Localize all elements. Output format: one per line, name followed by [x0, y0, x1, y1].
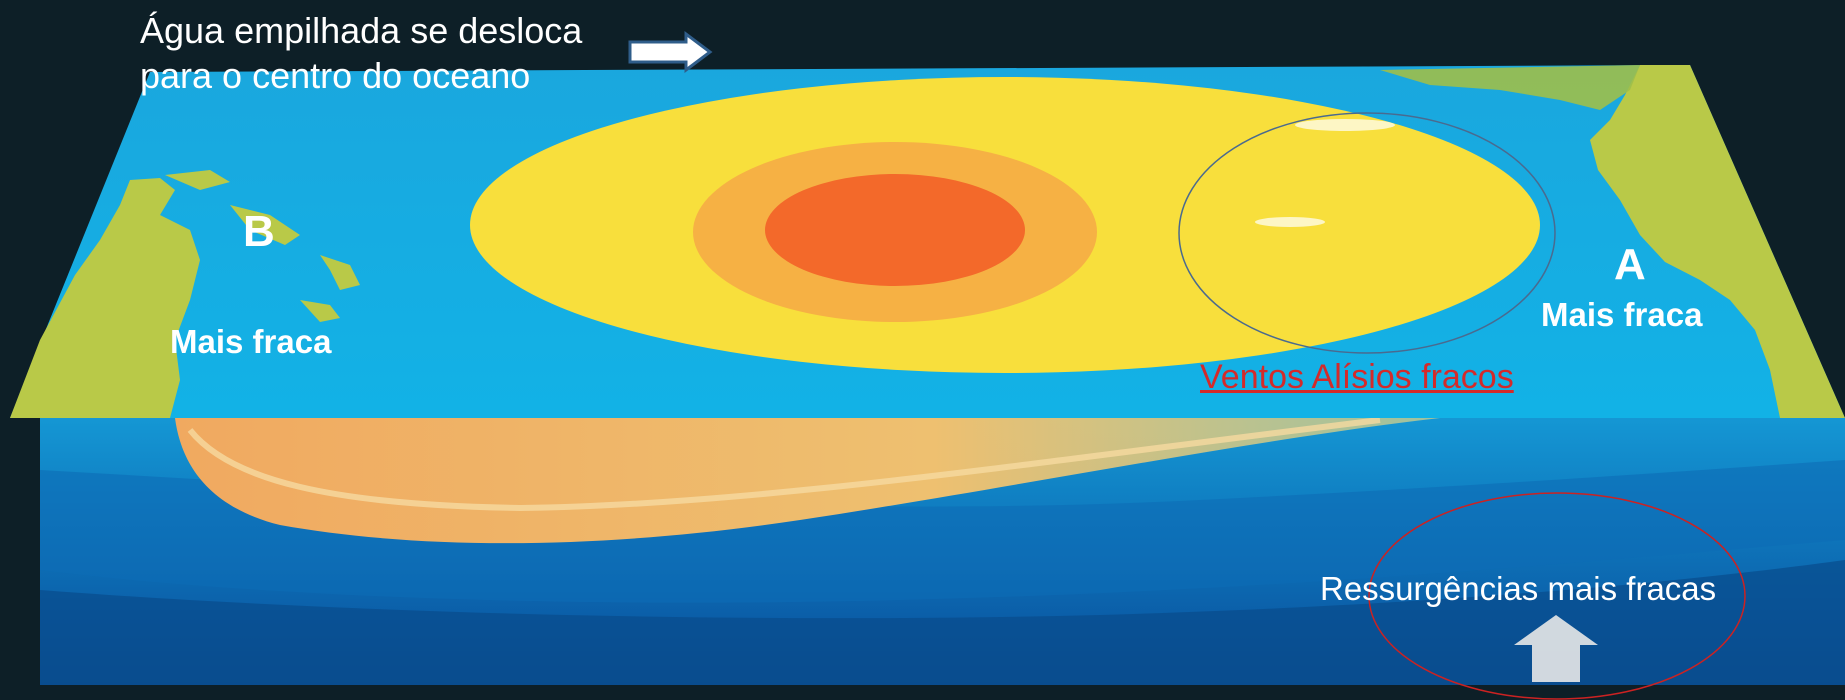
deep-layer-band [40, 560, 1845, 685]
land-west [10, 178, 200, 418]
top-note: Água empilhada se desloca para o centro … [140, 8, 582, 98]
label-a: A [1614, 240, 1646, 289]
top-note-line-1: Água empilhada se desloca [140, 10, 583, 51]
cloud-wisp-2 [1255, 217, 1325, 227]
trade-winds-label: Ventos Alísios fracos [1200, 358, 1514, 396]
weak-upwelling-circle [1368, 492, 1746, 700]
label-weak-left: Mais fraca [170, 323, 332, 360]
upwelling-label: Ressurgências mais fracas [1320, 570, 1717, 607]
top-note-line-2: para o centro do oceano [140, 55, 531, 96]
land-east [1590, 65, 1845, 418]
label-b: B [243, 207, 275, 256]
warm-water-lens-edge [187, 417, 1381, 512]
warm-pool-core [765, 174, 1025, 286]
label-weak-right: Mais fraca [1541, 296, 1703, 333]
land-north-strip [1380, 65, 1640, 110]
weak-trade-winds-circle [1178, 112, 1556, 354]
right-arrow-icon [628, 31, 713, 73]
cloud-wisp-1 [1295, 119, 1395, 131]
up-arrow-icon [1514, 615, 1598, 682]
